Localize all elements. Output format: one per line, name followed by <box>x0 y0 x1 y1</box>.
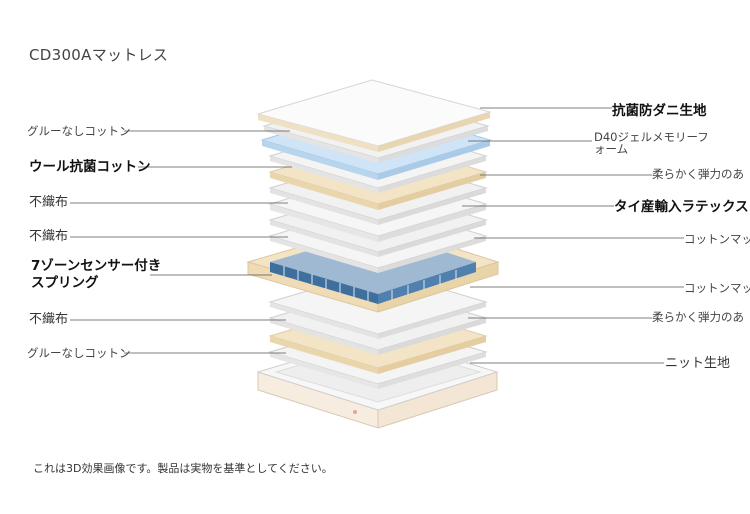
label-knit-fabric: ニット生地 <box>665 356 731 371</box>
label-cotton-mat-upper: コットンマッ <box>684 232 750 246</box>
label-nonwoven-2: 不織布 <box>29 229 69 244</box>
label-cotton-mat-lower: コットンマッ <box>684 281 750 295</box>
layer-antibacterial-fabric <box>256 79 492 152</box>
label-gel-memory-foam-1: D40ジェルメモリーフ <box>594 130 709 144</box>
page-title: CD300Aマットレス <box>29 46 169 64</box>
label-glueless-cotton-top: グルーなしコットン <box>27 124 131 138</box>
label-soft-elastic-top: 柔らかく弾力のあ <box>652 167 744 181</box>
label-soft-elastic-bottom: 柔らかく弾力のあ <box>652 310 744 324</box>
leader-lines <box>70 107 684 364</box>
label-spring: スプリング <box>31 275 99 291</box>
label-7zone-sensor: 7ゾーンセンサー付き <box>31 258 162 274</box>
label-glueless-cotton-bottom: グルーなしコットン <box>27 346 131 360</box>
label-antibacterial-fabric: 抗菌防ダニ生地 <box>612 103 707 119</box>
label-gel-memory-foam-2: ォーム <box>594 142 629 156</box>
label-nonwoven-1: 不織布 <box>29 195 69 210</box>
label-wool-antibacterial-cotton: ウール抗菌コットン <box>29 159 151 175</box>
label-nonwoven-3: 不織布 <box>29 312 69 327</box>
label-thai-latex: タイ産輸入ラテックス <box>614 199 749 215</box>
footnote: これは3D効果画像です。製品は実物を基準としてください。 <box>33 462 333 475</box>
